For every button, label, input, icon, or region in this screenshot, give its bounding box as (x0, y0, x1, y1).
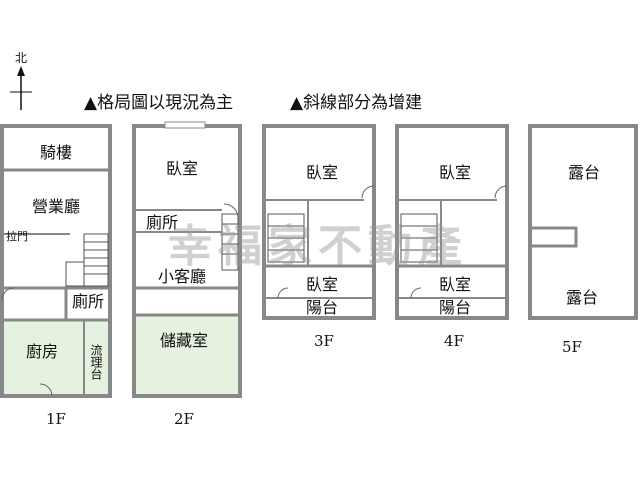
stairs-3f (267, 213, 305, 263)
room-label-storage: 儲藏室 (160, 331, 208, 350)
room-label-terrace-front: 露台 (568, 163, 600, 182)
floor-5f-plan (528, 124, 638, 320)
room-label-business-hall: 營業廳 (32, 197, 80, 216)
room-label-toilet-1f: 廁所 (72, 292, 104, 311)
floor-label-5f: 5F (562, 338, 582, 356)
north-arrow-icon (10, 66, 32, 110)
room-label-bedroom-2f: 臥室 (166, 159, 198, 178)
room-label-toilet-2f: 廁所 (146, 213, 178, 232)
watermark: 幸福家不動產 (168, 221, 468, 272)
room-label-arcade: 騎樓 (40, 143, 72, 162)
floor-2f-plan (132, 121, 242, 398)
kitchen-addition-area (2, 320, 110, 396)
room-label-sliding-door: 拉門 (6, 229, 28, 243)
room-label-bedroom-back-4f: 臥室 (439, 275, 471, 294)
stairs-1f (65, 233, 109, 287)
room-label-bedroom-front-4f: 臥室 (439, 163, 471, 182)
floor-label-4f: 4F (444, 332, 464, 350)
floor-3f-plan (262, 124, 376, 320)
compass-label: 北 (15, 51, 27, 65)
room-label-small-living: 小客廳 (158, 267, 206, 286)
room-labels: 騎樓 營業廳 拉門 廁所 廚房 流理台 臥室 廁所 小客廳 儲藏室 臥室 臥室 … (6, 143, 600, 380)
room-label-terrace-back: 露台 (566, 288, 598, 307)
floor-4f-plan (395, 124, 509, 320)
stairs-2f (221, 213, 239, 271)
room-label-balcony-3f: 陽台 (306, 298, 338, 317)
floor-label-3f: 3F (314, 332, 334, 350)
room-label-balcony-4f: 陽台 (439, 298, 471, 317)
room-label-sink-counter: 流理台 (89, 344, 103, 380)
stairs-4f (400, 213, 438, 263)
storage-addition-area (134, 315, 240, 396)
floor-label-2f: 2F (174, 410, 194, 428)
note-hatched-addition: ▲斜線部分為增建 (290, 93, 423, 113)
room-label-kitchen: 廚房 (26, 342, 58, 361)
floor-label-1f: 1F (46, 410, 66, 428)
room-label-bedroom-back-3f: 臥室 (306, 275, 338, 294)
floor-1f-plan (0, 124, 112, 398)
room-label-bedroom-front-3f: 臥室 (306, 163, 338, 182)
note-layout-as-is: ▲格局圖以現況為主 (84, 93, 234, 113)
